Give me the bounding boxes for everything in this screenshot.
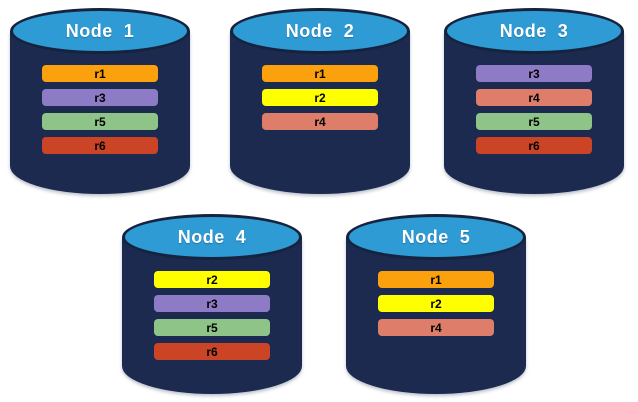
replica-bar-r1: r1 [378,271,494,288]
cylinder-top: Node 3 [444,8,624,54]
replica-label: r6 [528,138,540,153]
replica-bar-r1: r1 [262,65,378,82]
node-2-cylinder: r1 r2 r4 Node 2 [230,8,410,194]
node-title: Node 4 [177,226,247,247]
replica-list: r1 r3 r5 r6 [10,65,190,154]
replica-bar-r6: r6 [154,343,270,360]
replica-bar-r2: r2 [154,271,270,288]
cylinder-body [10,31,190,194]
cylinder-body [444,31,624,194]
replica-label: r2 [206,272,218,287]
replica-list: r3 r4 r5 r6 [444,65,624,154]
replica-list: r1 r2 r4 [346,271,526,336]
replica-label: r3 [94,90,106,105]
replica-bar-r2: r2 [262,89,378,106]
replica-bar-r6: r6 [476,137,592,154]
cylinder-body [346,237,526,394]
node-title: Node 2 [285,20,355,41]
node-title: Node 5 [401,226,471,247]
replica-bar-r6: r6 [42,137,158,154]
replica-label: r1 [430,272,442,287]
replica-bar-r4: r4 [378,319,494,336]
node-5-cylinder: r1 r2 r4 Node 5 [346,214,526,394]
node-3-cylinder: r3 r4 r5 r6 Node 3 [444,8,624,194]
node-1-cylinder: r1 r3 r5 r6 Node 1 [10,8,190,194]
replica-label: r1 [94,66,106,81]
replica-bar-r1: r1 [42,65,158,82]
cylinder-top: Node 2 [230,8,410,54]
replica-label: r5 [94,114,106,129]
replica-bar-r4: r4 [476,89,592,106]
replica-list: r1 r2 r4 [230,65,410,130]
replica-label: r4 [528,90,540,105]
replica-bar-r2: r2 [378,295,494,312]
replica-label: r3 [528,66,540,81]
replica-list: r2 r3 r5 r6 [122,271,302,360]
cylinder-top: Node 4 [122,214,302,260]
replica-bar-r5: r5 [42,113,158,130]
replica-label: r5 [528,114,540,129]
cylinder-top: Node 5 [346,214,526,260]
replica-label: r1 [314,66,326,81]
replica-bar-r3: r3 [42,89,158,106]
replica-bar-r3: r3 [476,65,592,82]
replica-bar-r5: r5 [154,319,270,336]
node-4-cylinder: r2 r3 r5 r6 Node 4 [122,214,302,394]
replica-label: r6 [94,138,106,153]
replica-label: r6 [206,344,218,359]
cylinder-body [230,31,410,194]
replica-label: r3 [206,296,218,311]
replica-label: r4 [314,114,326,129]
replica-bar-r3: r3 [154,295,270,312]
node-title: Node 1 [65,20,135,41]
node-title: Node 3 [499,20,569,41]
cylinder-body [122,237,302,394]
replica-bar-r5: r5 [476,113,592,130]
replica-label: r2 [314,90,326,105]
replica-bar-r4: r4 [262,113,378,130]
cylinder-top: Node 1 [10,8,190,54]
replica-label: r5 [206,320,218,335]
replica-label: r4 [430,320,442,335]
replica-label: r2 [430,296,442,311]
